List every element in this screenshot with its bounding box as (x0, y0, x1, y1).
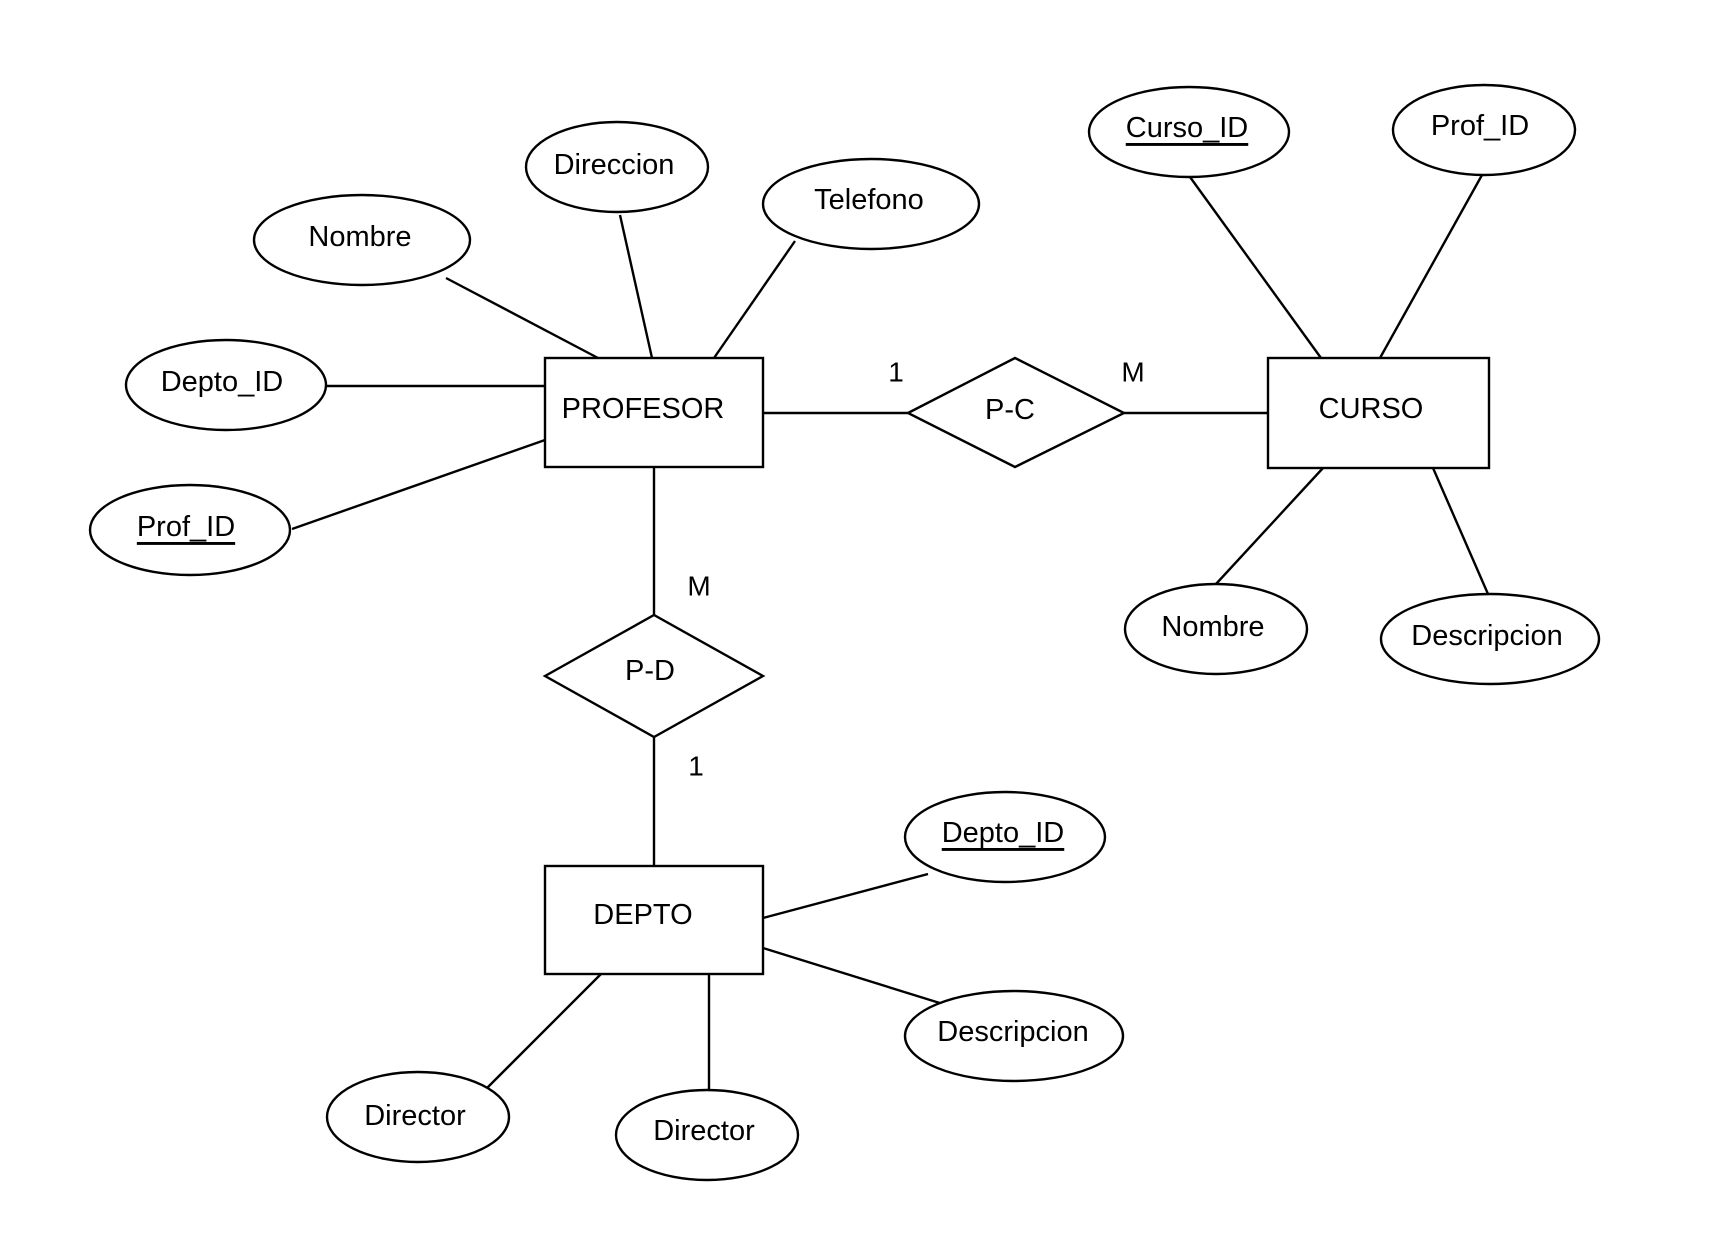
line-curso-nombre (1215, 467, 1324, 585)
entity-curso-box (1266, 356, 1491, 470)
attribute-telefono-ellipse (761, 157, 981, 251)
line-profesor-nombre (445, 276, 599, 360)
attribute-curso-prof-id: Prof_ID (1391, 83, 1577, 177)
attribute-depto-depto-id-ellipse (903, 790, 1107, 884)
relationship-p-d-diamond (542, 613, 766, 739)
attribute-prof-id-ellipse (88, 483, 292, 577)
attribute-depto-descripcion: Descripcion (903, 989, 1125, 1083)
attribute-director-1-ellipse (325, 1070, 511, 1164)
relationship-p-c: P-C (905, 356, 1127, 469)
attribute-depto-id-ellipse (124, 338, 328, 432)
attribute-prof-id-label: Prof_ID (137, 511, 235, 543)
attribute-nombre-label: Nombre (308, 221, 411, 253)
entity-profesor: PROFESOR (543, 356, 765, 469)
attribute-depto-id-label: Depto_ID (161, 366, 284, 398)
attribute-director-2-label: Director (653, 1115, 755, 1147)
attribute-curso-nombre-label: Nombre (1161, 611, 1264, 643)
entity-depto-label: DEPTO (593, 899, 692, 931)
attribute-nombre-ellipse (252, 193, 472, 287)
attribute-curso-nombre-ellipse (1123, 582, 1309, 676)
connector-lines (291, 174, 1490, 1092)
attribute-telefono: Telefono (761, 157, 981, 251)
line-depto-depto-id (762, 872, 929, 920)
attribute-director-2: Director (614, 1088, 800, 1182)
cardinality-pd-depto: 1 (688, 751, 704, 782)
line-depto-descripcion (762, 946, 944, 1006)
line-profesor-prof-id (291, 438, 546, 531)
entity-curso-label: CURSO (1319, 393, 1424, 425)
attribute-direccion: Direccion (524, 120, 710, 214)
attribute-nombre: Nombre (252, 193, 472, 287)
attribute-depto-descripcion-label: Descripcion (937, 1016, 1089, 1048)
attribute-curso-descripcion: Descripcion (1379, 592, 1601, 686)
attribute-depto-id: Depto_ID (124, 338, 328, 432)
entity-curso: CURSO (1266, 356, 1491, 470)
attribute-curso-prof-id-ellipse (1391, 83, 1577, 177)
attribute-depto-depto-id-label: Depto_ID (942, 817, 1065, 849)
line-profesor-telefono (713, 240, 796, 359)
line-curso-descripcion (1431, 467, 1490, 595)
cardinality-pc-profesor: 1 (888, 357, 904, 388)
attribute-prof-id-key: Prof_ID (88, 483, 292, 577)
line-curso-curso-id (1189, 176, 1322, 359)
attribute-curso-descripcion-label: Descripcion (1411, 620, 1563, 652)
cardinality-pc-curso: M (1121, 357, 1144, 388)
attribute-curso-descripcion-ellipse (1379, 592, 1601, 686)
attribute-director-1-label: Director (364, 1100, 466, 1132)
cardinality-pd-profesor: M (687, 571, 710, 602)
attribute-direccion-ellipse (524, 120, 710, 214)
attribute-curso-id-label: Curso_ID (1126, 112, 1249, 144)
attribute-direccion-label: Direccion (554, 149, 675, 181)
line-depto-director-1 (484, 973, 602, 1091)
line-profesor-direccion (618, 214, 654, 359)
relationship-p-d: P-D (542, 613, 766, 739)
attribute-director-2-ellipse (614, 1088, 800, 1182)
entity-depto-box (543, 864, 765, 976)
entity-profesor-label: PROFESOR (562, 393, 725, 425)
attribute-curso-id-key: Curso_ID (1087, 85, 1291, 179)
attribute-depto-descripcion-ellipse (903, 989, 1125, 1083)
attribute-depto-depto-id-key: Depto_ID (903, 790, 1107, 884)
attribute-curso-id-ellipse (1087, 85, 1291, 179)
entity-profesor-box (543, 356, 765, 469)
attribute-telefono-label: Telefono (814, 184, 924, 216)
relationship-p-c-diamond (905, 356, 1127, 469)
attribute-curso-prof-id-label: Prof_ID (1431, 110, 1529, 142)
relationship-p-d-label: P-D (625, 655, 675, 687)
line-curso-prof-id (1378, 174, 1484, 359)
relationship-p-c-label: P-C (985, 394, 1035, 426)
attribute-curso-nombre: Nombre (1123, 582, 1309, 676)
attribute-director-1: Director (325, 1070, 511, 1164)
entity-depto: DEPTO (543, 864, 765, 976)
